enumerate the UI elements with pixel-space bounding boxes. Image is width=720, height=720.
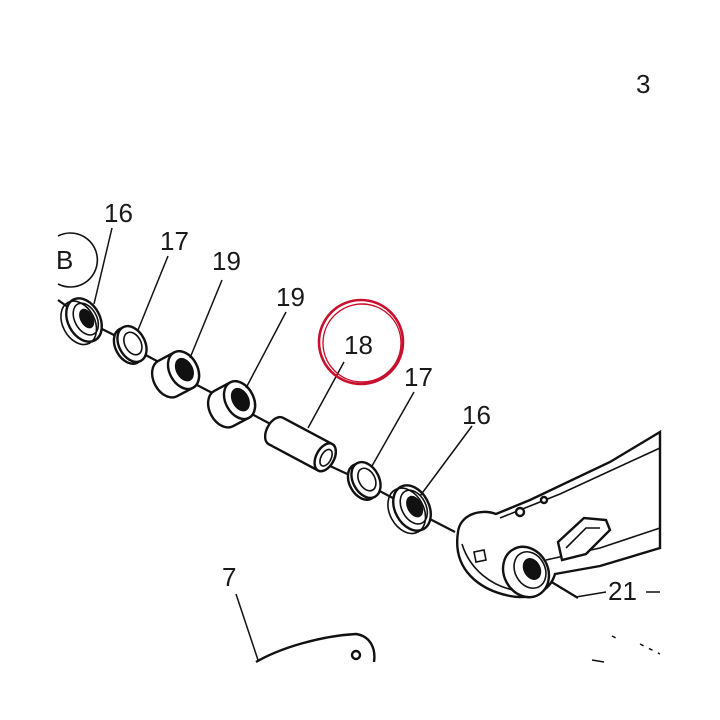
callout-21: 21 bbox=[608, 576, 637, 606]
hidden-detail-lines bbox=[591, 591, 661, 663]
callout-19-right: 19 bbox=[276, 282, 305, 312]
callout-17-left: 17 bbox=[160, 226, 189, 256]
leader-lines bbox=[93, 227, 607, 661]
swing-arm bbox=[455, 429, 662, 599]
section-marker: B bbox=[56, 232, 99, 288]
page-number: 3 bbox=[636, 69, 650, 99]
section-marker-letter: B bbox=[56, 245, 73, 275]
callout-16-left: 16 bbox=[104, 198, 133, 228]
spacer-tube bbox=[263, 415, 338, 473]
callout-7: 7 bbox=[222, 562, 236, 592]
seal-ring-left bbox=[60, 297, 103, 346]
callout-18: 18 bbox=[344, 330, 373, 360]
washer-right bbox=[346, 460, 382, 501]
bearing-right bbox=[206, 380, 257, 429]
callout-19-left: 19 bbox=[212, 246, 241, 276]
callout-16-right: 16 bbox=[462, 400, 491, 430]
callout-17-right: 17 bbox=[404, 362, 433, 392]
bearing-left bbox=[150, 350, 201, 399]
highlight-circle bbox=[317, 298, 405, 386]
washer-left bbox=[112, 324, 148, 365]
bracket bbox=[255, 632, 376, 664]
seal-ring-right bbox=[387, 484, 432, 535]
